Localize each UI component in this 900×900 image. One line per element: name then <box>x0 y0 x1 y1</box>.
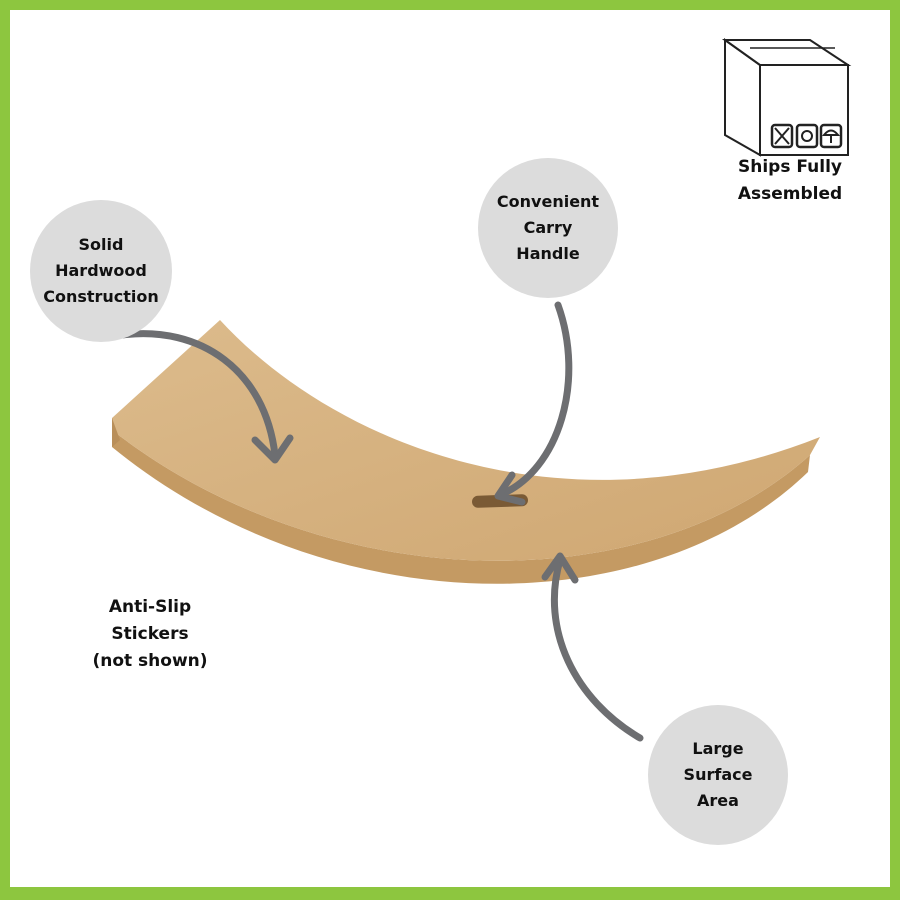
fragile-icon <box>770 123 794 149</box>
ships-assembled-label: Ships Fully Assembled <box>737 157 843 204</box>
arrow-surface <box>550 556 644 742</box>
callout-hardwood: Solid Hardwood Construction <box>30 200 172 342</box>
recycle-icon <box>795 123 819 149</box>
callout-surface: Large Surface Area <box>648 705 788 845</box>
callout-stickers: Anti-Slip Stickers (not shown) <box>92 597 208 671</box>
arrow-hardwood <box>118 330 279 459</box>
keep-dry-icon <box>819 123 843 149</box>
arrow-handle <box>496 301 573 499</box>
arrows <box>118 301 644 742</box>
box-icon <box>721 38 852 157</box>
callout-handle: Convenient Carry Handle <box>478 158 618 298</box>
balance-board <box>112 320 820 584</box>
